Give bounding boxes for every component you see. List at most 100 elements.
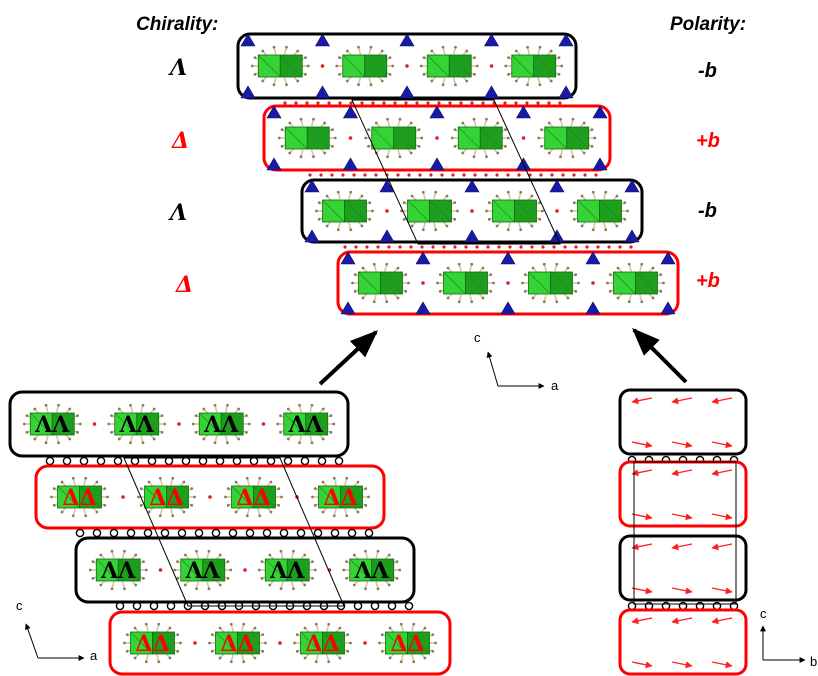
tetrahedron [558, 33, 574, 47]
ligand-atom [158, 514, 162, 518]
linker-dot [497, 245, 501, 249]
linker-dot [360, 101, 364, 105]
linker-dot [349, 101, 353, 105]
linker-dot [426, 101, 430, 105]
linker-dot [618, 245, 622, 249]
ligand-atom [485, 117, 488, 121]
linker-ring [96, 456, 106, 466]
ligand-atom [422, 56, 426, 60]
ligand-atom [473, 56, 476, 60]
ligand-atom [210, 633, 214, 637]
ligand-atom [542, 300, 546, 304]
ligand-atom [245, 476, 249, 480]
ligand-atom [60, 510, 64, 514]
ligand-atom [410, 194, 414, 198]
linker-dot [563, 245, 567, 249]
ligand-atom [453, 144, 457, 148]
ligand-atom [349, 641, 352, 645]
ligand-atom [157, 622, 161, 626]
ligand-atom [651, 266, 655, 270]
ligand-atom [530, 194, 534, 198]
ligand-atom [574, 273, 578, 277]
ligand-atom [313, 568, 317, 572]
chirality-mark: ΛΛ [34, 412, 70, 438]
ligand-atom [357, 45, 360, 49]
polarity-arrow [671, 441, 693, 449]
ligand-atom [582, 121, 586, 125]
polarity-arrow [711, 543, 733, 551]
ligand-atom [582, 151, 586, 155]
ligand-atom [107, 422, 111, 426]
octahedron-edge [322, 199, 345, 223]
tetrahedron [549, 229, 565, 243]
br-layer-1 [618, 388, 748, 456]
ligand-atom [147, 510, 151, 514]
ligand-atom [651, 296, 655, 300]
ligand-atom [168, 626, 172, 630]
linker-dot [453, 245, 457, 249]
ligand-atom [496, 151, 500, 155]
linker-ring [353, 601, 363, 611]
ligand-atom [202, 407, 206, 411]
br-layer-1-frame [618, 388, 748, 456]
linker-dot [193, 641, 197, 645]
ligand-atom [314, 622, 318, 626]
ligand-atom [456, 209, 459, 213]
polarity-label-3: -b [698, 200, 717, 222]
tetrahedron [342, 105, 359, 119]
octahedron-edge [253, 485, 276, 509]
tetrahedron [549, 179, 565, 193]
ligand-atom [253, 626, 257, 630]
ligand-atom [507, 72, 510, 76]
ligand-atom [315, 209, 318, 213]
ligand-atom [176, 560, 179, 564]
ligand-atom [152, 407, 156, 411]
polarity-arrow [631, 587, 653, 595]
ligand-atom [616, 296, 620, 300]
bl-axis-a-label: a [90, 648, 98, 663]
ligand-atom [526, 45, 529, 49]
ligand-atom [333, 136, 337, 140]
linker-dot [431, 245, 435, 249]
ligand-atom [481, 296, 485, 300]
ligand-atom [662, 281, 665, 285]
br-axis-b-label: b [810, 654, 818, 669]
polarity-arrow [631, 397, 653, 405]
tetrahedron [314, 33, 331, 47]
linker-dot [374, 173, 378, 177]
tetrahedron [399, 85, 415, 99]
polarity-arrow [711, 587, 733, 595]
tetrahedron [342, 157, 359, 171]
ligand-atom [473, 72, 476, 76]
ligand-atom [325, 194, 329, 198]
ligand-atom [481, 266, 485, 270]
ligand-atom [195, 587, 198, 591]
ligand-atom [338, 72, 341, 76]
ligand-atom [52, 487, 56, 491]
ligand-atom [434, 228, 438, 232]
octahedron-edge [340, 485, 363, 509]
polarity-arrow [671, 661, 693, 669]
ligand-atom [369, 45, 373, 49]
ligand-atom [549, 79, 553, 83]
polarity-arrow [671, 397, 693, 405]
linker-ring [166, 601, 176, 611]
ligand-atom [345, 560, 348, 564]
linker-dot [464, 245, 468, 249]
ligand-atom [514, 49, 518, 53]
ligand-atom [485, 209, 488, 213]
ligand-atom [183, 553, 187, 557]
center-axis-a-label: a [551, 378, 559, 393]
linker-dot [484, 173, 488, 177]
polarity-arrow [631, 617, 653, 625]
linker-dot [451, 173, 455, 177]
ligand-atom [329, 414, 333, 418]
ligand-atom [345, 514, 349, 518]
octahedron-edge [305, 412, 328, 436]
ligand-atom [465, 79, 469, 83]
ligand-atom [44, 403, 48, 407]
linker-dot [398, 245, 402, 249]
ligand-atom [430, 49, 434, 53]
ligand-atom [277, 136, 281, 140]
